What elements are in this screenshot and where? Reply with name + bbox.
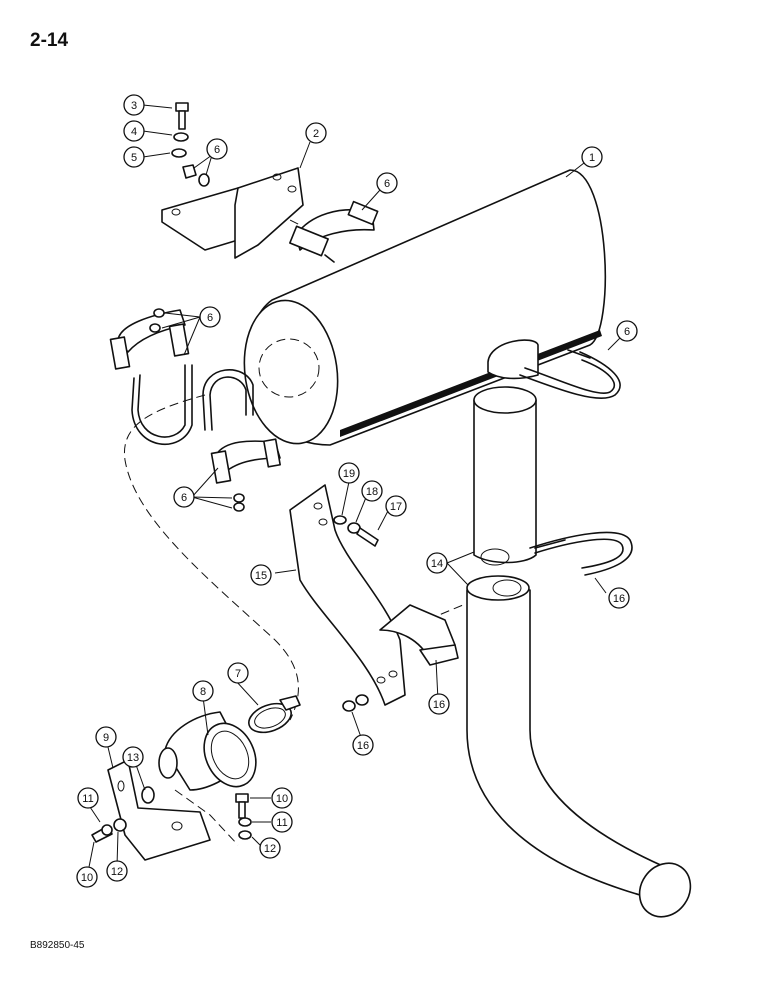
svg-text:4: 4 <box>131 126 137 138</box>
svg-text:5: 5 <box>131 152 137 164</box>
svg-text:6: 6 <box>181 492 187 504</box>
lower-stack-pipe <box>466 575 692 918</box>
callout-11-left: 11 <box>77 787 99 809</box>
callout-16-nuts: 16 <box>352 734 374 756</box>
svg-text:7: 7 <box>235 668 241 680</box>
svg-text:13: 13 <box>127 752 139 764</box>
bracket-fasteners <box>333 515 379 712</box>
svg-text:2: 2 <box>313 128 319 140</box>
svg-text:11: 11 <box>276 817 287 829</box>
exhaust-clamp <box>248 695 301 734</box>
svg-text:6: 6 <box>384 178 390 190</box>
svg-text:12: 12 <box>111 866 123 878</box>
callout-4: 4 <box>123 120 145 142</box>
callout-15: 15 <box>250 564 272 586</box>
callout-1: 1 <box>581 146 603 168</box>
callout-6-left-lower: 6 <box>173 486 195 508</box>
svg-text:18: 18 <box>366 486 378 498</box>
left-u-bolt-clamps <box>109 308 281 512</box>
adapter-bracket <box>107 759 211 861</box>
callout-7: 7 <box>227 662 249 684</box>
callout-11-right: 11 <box>271 811 293 833</box>
page-number: 2-14 <box>30 30 69 51</box>
callout-8: 8 <box>192 680 214 702</box>
assembly-guide-line-lower <box>174 789 239 846</box>
svg-text:16: 16 <box>613 593 625 605</box>
callout-19: 19 <box>338 462 360 484</box>
callout-16-saddle: 16 <box>428 693 450 715</box>
callout-6-top-nut: 6 <box>206 138 228 160</box>
callout-6-top-saddle: 6 <box>376 172 398 194</box>
callout-9: 9 <box>95 726 117 748</box>
svg-text:8: 8 <box>200 686 206 698</box>
callout-3: 3 <box>123 94 145 116</box>
svg-text:12: 12 <box>264 843 276 855</box>
svg-text:10: 10 <box>81 872 93 884</box>
callout-10-left: 10 <box>76 866 98 888</box>
lower-right-u-bolt <box>529 531 633 576</box>
leader-lines <box>87 104 621 873</box>
callout-14: 14 <box>426 552 448 574</box>
callout-5: 5 <box>123 146 145 168</box>
top-bracket <box>161 167 304 259</box>
callout-13: 13 <box>122 746 144 768</box>
callout-6-right-u-bolt: 6 <box>616 320 638 342</box>
svg-text:10: 10 <box>276 793 288 805</box>
callout-16-u-bolt: 16 <box>608 587 630 609</box>
callout-6-left-upper: 6 <box>199 306 221 328</box>
svg-text:6: 6 <box>624 326 630 338</box>
svg-text:19: 19 <box>343 468 355 480</box>
svg-text:16: 16 <box>357 740 369 752</box>
stack-bracket <box>289 484 406 706</box>
svg-text:6: 6 <box>214 144 220 156</box>
exhaust-adapter <box>158 711 257 791</box>
svg-text:17: 17 <box>390 501 402 513</box>
top-clamp-saddle <box>289 200 379 263</box>
callout-12-right: 12 <box>259 837 281 859</box>
lower-clamp-saddle <box>379 604 459 666</box>
callout-2: 2 <box>305 122 327 144</box>
svg-text:6: 6 <box>207 312 213 324</box>
callout-12-left: 12 <box>106 860 128 882</box>
callout-17: 17 <box>385 495 407 517</box>
svg-text:16: 16 <box>433 699 445 711</box>
figure-reference-code: B892850-45 <box>30 940 85 951</box>
svg-text:1: 1 <box>589 152 595 164</box>
upper-stack-pipe <box>473 386 537 566</box>
svg-text:14: 14 <box>431 558 443 570</box>
upper-right-u-bolt <box>519 349 621 399</box>
svg-text:3: 3 <box>131 100 137 112</box>
svg-text:11: 11 <box>82 793 93 805</box>
svg-text:9: 9 <box>103 732 109 744</box>
callout-10-right: 10 <box>271 787 293 809</box>
top-fasteners <box>171 102 210 187</box>
adapter-fasteners <box>91 786 252 843</box>
callout-18: 18 <box>361 480 383 502</box>
svg-text:15: 15 <box>255 570 267 582</box>
